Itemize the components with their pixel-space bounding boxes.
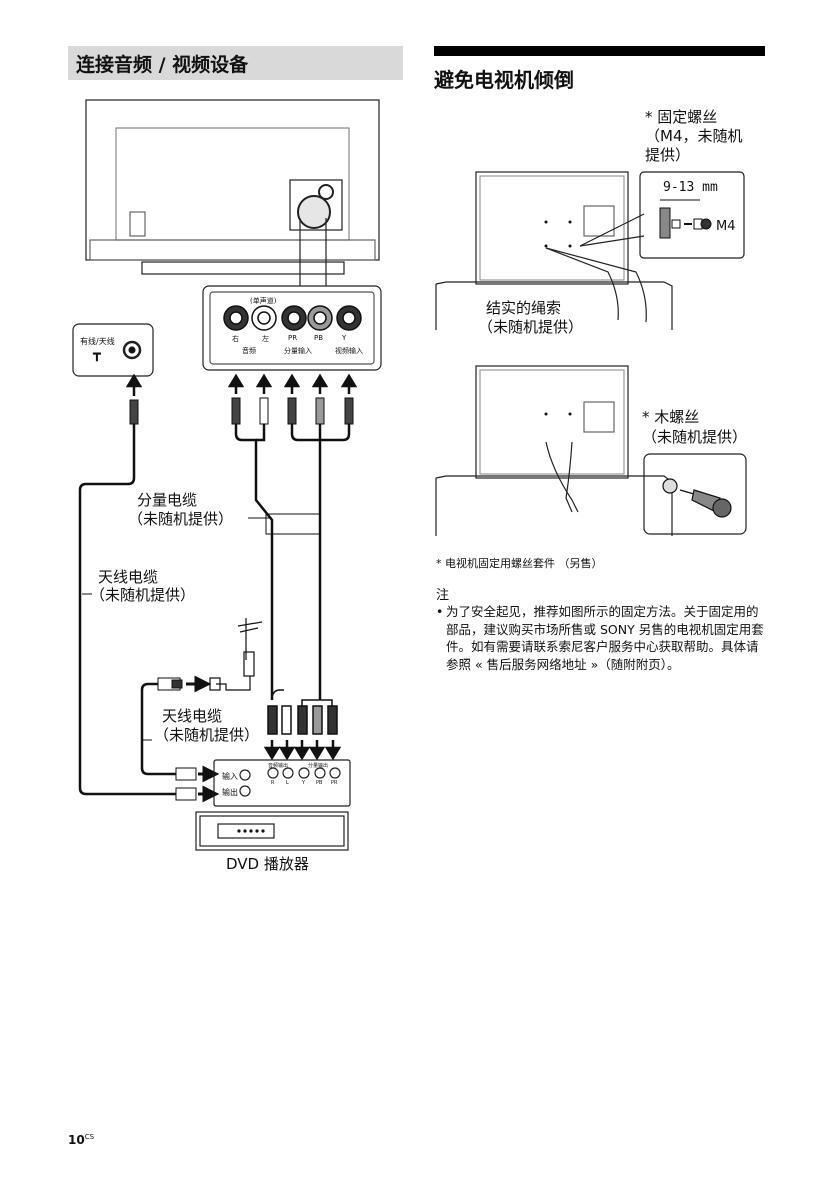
dvd-out-label: 输出 — [222, 788, 238, 797]
dvd-jack-label: R — [271, 780, 275, 786]
tv-y-label: Y — [342, 334, 347, 342]
cord-label: 结实的绳索 — [486, 299, 562, 317]
page-number: 10CS — [68, 1133, 94, 1147]
page-number-suffix: CS — [84, 1133, 95, 1141]
note-text: 为了安全起见，推荐如图所示的固定方法。关于固定用的部品，建议购买市场所售或 SO… — [446, 604, 764, 672]
section-heading-connect: 连接音频 / 视频设备 — [68, 46, 403, 80]
cord-note: （未随机提供） — [478, 318, 584, 336]
dvd-jack-label: PB — [316, 780, 323, 786]
wood-screw-label: * 木螺丝 — [642, 408, 700, 426]
component-cable-note: （未随机提供） — [128, 510, 234, 528]
antenna-cable-b-label: 天线电缆 — [162, 707, 223, 725]
tv-jack-r-label: 右 — [232, 335, 239, 343]
screw-length-label: 9-13 mm — [663, 180, 718, 195]
dvd-jack-label: Y — [302, 780, 306, 786]
dvd-jack-label: L — [286, 780, 289, 786]
tv-video-in-label: 视频输入 — [335, 347, 363, 355]
component-cable-label: 分量电缆 — [137, 491, 198, 509]
footnote: * 电视机固定用螺丝套件 （另售） — [436, 557, 603, 570]
antenna-cable-b-note: （未随机提供） — [154, 726, 260, 744]
m4-label: M4 — [716, 219, 736, 234]
antenna-box-label: 有线/天线 — [80, 337, 115, 346]
antenna-cable-a-note: （未随机提供） — [90, 586, 196, 604]
dvd-jack-label: PR — [331, 780, 338, 786]
antenna-cable-a-label: 天线电缆 — [98, 568, 159, 586]
tv-audio-label: 音频 — [242, 347, 256, 355]
fixing-screw-note-1: （M4，未随机 — [645, 127, 743, 145]
tv-pr-label: PR — [288, 334, 298, 342]
note-title: 注 — [436, 588, 450, 603]
dvd-component-out-label: 分量输出 — [308, 763, 329, 769]
wood-screw-note: （未随机提供） — [642, 428, 748, 446]
dvd-in-label: 输入 — [222, 772, 238, 781]
section-rule — [434, 46, 765, 56]
fixing-screw-label: * 固定螺丝 — [645, 108, 718, 126]
antenna-symbol: ┳ — [93, 347, 101, 362]
tv-jack-l-label: 左 — [262, 335, 269, 343]
section-heading-tipping: 避免电视机倾倒 — [434, 68, 574, 92]
heading-text: 连接音频 / 视频设备 — [76, 54, 249, 76]
tv-mono-label: (单声道) — [250, 297, 277, 305]
page-number-value: 10 — [68, 1133, 85, 1147]
tv-component-in-label: 分量输入 — [284, 347, 312, 355]
fixing-screw-note-2: 提供） — [645, 146, 691, 164]
note-bullet: • — [436, 604, 444, 619]
tv-pb-label: PB — [314, 334, 324, 342]
dvd-audio-out-label: 音频输出 — [268, 763, 289, 769]
dvd-player-label: DVD 播放器 — [226, 855, 309, 873]
note-body: • 为了安全起见，推荐如图所示的固定方法。关于固定用的部品，建议购买市场所售或 … — [436, 603, 766, 673]
